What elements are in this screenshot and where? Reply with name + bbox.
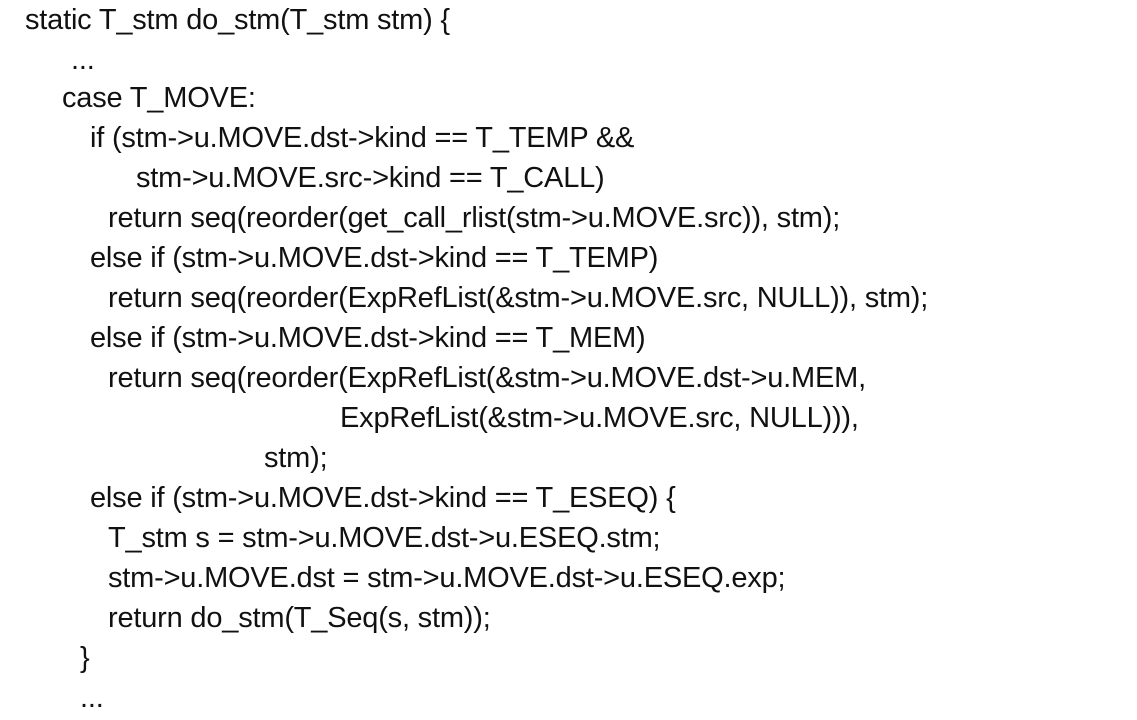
code-line-16: return do_stm(T_Seq(s, stm));: [108, 602, 491, 634]
code-line-10: return seq(reorder(ExpRefList(&stm->u.MO…: [108, 362, 866, 394]
code-line-12: stm);: [264, 442, 328, 474]
code-line-6: return seq(reorder(get_call_rlist(stm->u…: [108, 202, 841, 234]
code-line-11: ExpRefList(&stm->u.MOVE.src, NULL))),: [340, 402, 859, 434]
code-line-3: case T_MOVE:: [62, 82, 256, 114]
code-line-7: else if (stm->u.MOVE.dst->kind == T_TEMP…: [90, 242, 659, 274]
code-line-18: ...: [80, 682, 104, 714]
code-line-4: if (stm->u.MOVE.dst->kind == T_TEMP &&: [90, 122, 635, 154]
code-line-8: return seq(reorder(ExpRefList(&stm->u.MO…: [108, 282, 929, 314]
code-line-5: stm->u.MOVE.src->kind == T_CALL): [136, 162, 605, 194]
code-line-1: static T_stm do_stm(T_stm stm) {: [25, 4, 450, 36]
code-line-17: }: [80, 642, 90, 674]
code-line-15: stm->u.MOVE.dst = stm->u.MOVE.dst->u.ESE…: [108, 562, 786, 594]
code-line-2: ...: [71, 44, 95, 76]
code-line-13: else if (stm->u.MOVE.dst->kind == T_ESEQ…: [90, 482, 676, 514]
code-line-9: else if (stm->u.MOVE.dst->kind == T_MEM): [90, 322, 646, 354]
code-line-14: T_stm s = stm->u.MOVE.dst->u.ESEQ.stm;: [108, 522, 661, 554]
